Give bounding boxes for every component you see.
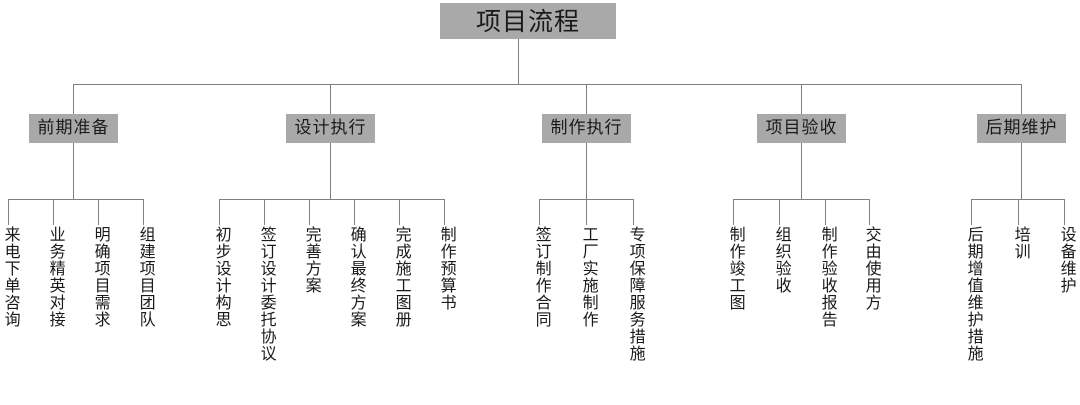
connector-leaf-4-1 bbox=[733, 199, 734, 225]
leaf-label-2-2[interactable]: 签订设计委托协议 bbox=[257, 226, 277, 362]
connector-branch-4-drop bbox=[801, 84, 802, 114]
leaf-label-4-1[interactable]: 制作竣工图 bbox=[726, 226, 746, 311]
leaf-label-4-4[interactable]: 交由使用方 bbox=[862, 226, 882, 311]
connector-branch-3-stem bbox=[586, 143, 587, 199]
connector-leaf-2-6 bbox=[444, 199, 445, 225]
connector-leaf-1-4 bbox=[143, 199, 144, 225]
connector-leaf-3-2 bbox=[586, 199, 587, 225]
leaf-label-5-2[interactable]: 培训 bbox=[1011, 226, 1031, 260]
connector-leaf-1-3 bbox=[98, 199, 99, 225]
connector-leaf-4-4 bbox=[869, 199, 870, 225]
connector-root-stem bbox=[518, 39, 519, 85]
connector-branch-5-drop bbox=[1021, 84, 1022, 114]
leaf-label-2-6[interactable]: 制作预算书 bbox=[437, 226, 457, 311]
leaf-label-5-3[interactable]: 设备维护 bbox=[1057, 226, 1077, 294]
connector-leaf-2-1 bbox=[219, 199, 220, 225]
branch-node-5[interactable]: 后期维护 bbox=[977, 114, 1066, 143]
leaf-label-1-2[interactable]: 业务精英对接 bbox=[46, 226, 66, 328]
connector-branch-3-drop bbox=[586, 84, 587, 114]
connector-leaf-3-1 bbox=[539, 199, 540, 225]
connector-branch-2-bus bbox=[219, 199, 445, 200]
connector-leaf-5-2 bbox=[1018, 199, 1019, 225]
connector-leaf-4-3 bbox=[825, 199, 826, 225]
leaf-label-1-4[interactable]: 组建项目团队 bbox=[136, 226, 156, 328]
connector-branch-5-stem bbox=[1021, 143, 1022, 199]
connector-branch-2-drop bbox=[330, 84, 331, 114]
root-node-project-process[interactable]: 项目流程 bbox=[440, 3, 616, 39]
leaf-label-3-2[interactable]: 工厂实施制作 bbox=[579, 226, 599, 328]
connector-branch-4-bus bbox=[733, 199, 869, 200]
connector-branch-1-bus bbox=[8, 199, 144, 200]
branch-node-3[interactable]: 制作执行 bbox=[542, 114, 631, 143]
connector-leaf-4-2 bbox=[779, 199, 780, 225]
connector-leaf-5-3 bbox=[1064, 199, 1065, 225]
leaf-label-4-3[interactable]: 制作验收报告 bbox=[818, 226, 838, 328]
leaf-label-2-5[interactable]: 完成施工图册 bbox=[392, 226, 412, 328]
connector-branch-1-stem bbox=[73, 143, 74, 199]
leaf-label-4-2[interactable]: 组织验收 bbox=[772, 226, 792, 294]
connector-leaf-5-1 bbox=[971, 199, 972, 225]
leaf-label-5-1[interactable]: 后期增值维护措施 bbox=[964, 226, 984, 362]
connector-leaf-2-3 bbox=[309, 199, 310, 225]
leaf-label-2-1[interactable]: 初步设计构思 bbox=[212, 226, 232, 328]
leaf-label-1-3[interactable]: 明确项目需求 bbox=[91, 226, 111, 328]
connector-level2-bus bbox=[73, 84, 1022, 85]
branch-node-1[interactable]: 前期准备 bbox=[29, 114, 118, 143]
leaf-label-3-3[interactable]: 专项保障服务措施 bbox=[626, 226, 646, 362]
leaf-label-3-1[interactable]: 签订制作合同 bbox=[532, 226, 552, 328]
connector-leaf-2-4 bbox=[354, 199, 355, 225]
branch-node-2[interactable]: 设计执行 bbox=[286, 114, 375, 143]
branch-node-4[interactable]: 项目验收 bbox=[757, 114, 846, 143]
connector-branch-4-stem bbox=[801, 143, 802, 199]
connector-branch-5-bus bbox=[971, 199, 1064, 200]
leaf-label-2-3[interactable]: 完善方案 bbox=[302, 226, 322, 294]
connector-leaf-3-3 bbox=[633, 199, 634, 225]
connector-branch-2-stem bbox=[330, 143, 331, 199]
connector-branch-1-drop bbox=[73, 84, 74, 114]
connector-leaf-2-2 bbox=[264, 199, 265, 225]
leaf-label-2-4[interactable]: 确认最终方案 bbox=[347, 226, 367, 328]
connector-leaf-1-1 bbox=[8, 199, 9, 225]
connector-leaf-2-5 bbox=[399, 199, 400, 225]
leaf-label-1-1[interactable]: 来电下单咨询 bbox=[1, 226, 21, 328]
connector-leaf-1-2 bbox=[53, 199, 54, 225]
